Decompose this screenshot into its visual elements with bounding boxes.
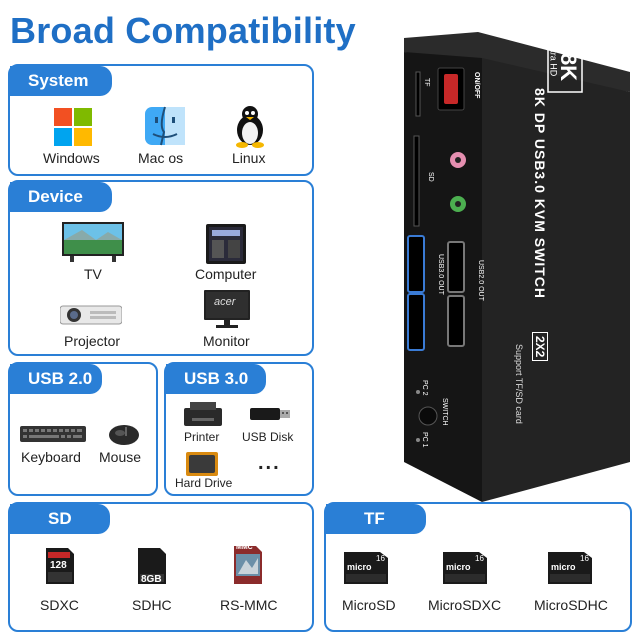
tv-icon [62, 222, 124, 262]
microsdhc-card-brand: micro [551, 562, 576, 572]
hard-drive-label: Hard Drive [175, 476, 233, 490]
kvm-switch-product: 8K Ultra HD 8K DP USB3.0 KVM SWITCH 2X2 … [398, 32, 630, 502]
kvm-tf-slot-label: TF [423, 78, 430, 87]
microsdxc-card-brand: micro [446, 562, 471, 572]
mouse-icon [108, 424, 140, 446]
kvm-usb3-port-label: USB3.0 OUT [437, 254, 444, 295]
printer-icon [184, 402, 222, 426]
kvm-usb2-port-label: USB2.0 OUT [477, 260, 484, 301]
usb3-tag: USB 3.0 [166, 364, 266, 394]
kvm-sd-slot-label: SD [427, 172, 434, 182]
microsdhc-label: MicroSDHC [534, 597, 608, 613]
sd-tag: SD [10, 504, 110, 534]
kvm-pc2-label: PC 2 [421, 380, 428, 396]
finder-logo-icon [144, 106, 186, 146]
kvm-model-box: 2X2 [532, 332, 548, 362]
kvm-switch-label: SWITCH [441, 398, 448, 426]
microsdxc-card-icon [443, 552, 487, 584]
windows-label: Windows [43, 150, 100, 166]
linux-label: Linux [232, 150, 266, 166]
system-tag: System [10, 66, 112, 96]
microsd-card-brand: micro [347, 562, 372, 572]
microsd-card-capacity: 16 [376, 554, 385, 563]
tf-tag: TF [326, 504, 426, 534]
monitor-brand-text: acer [214, 296, 236, 308]
microsd-label: MicroSD [342, 597, 396, 613]
microsd-card-icon [344, 552, 388, 584]
projector-icon [60, 302, 122, 326]
kvm-badge-8k: 8K [556, 52, 582, 82]
linux-tux-icon [233, 104, 267, 148]
kvm-support-text: Support TF/SD card [514, 344, 524, 424]
kvm-onoff-label: ON/OFF [473, 72, 480, 99]
usb-disk-label: USB Disk [242, 430, 294, 444]
microsdhc-card-capacity: 16 [580, 554, 589, 563]
rs-mmc-label: RS-MMC [220, 597, 278, 613]
keyboard-label: Keyboard [21, 449, 81, 465]
computer-icon [206, 224, 246, 264]
tv-label: TV [84, 266, 102, 282]
sdxc-card-text: 128 [50, 560, 67, 571]
hard-drive-icon [186, 452, 218, 476]
rs-mmc-card-text: MMC [236, 544, 253, 551]
rs-mmc-card-icon [234, 546, 262, 584]
mouse-label: Mouse [99, 449, 142, 465]
sdhc-card-icon [138, 548, 166, 584]
more-indicator: ... [258, 452, 281, 474]
sdxc-label: SDXC [40, 597, 79, 613]
computer-label: Computer [195, 266, 257, 282]
usb2-tag: USB 2.0 [10, 364, 102, 394]
device-tag: Device [10, 182, 112, 212]
windows-logo-icon [54, 108, 92, 146]
sdhc-card-text: 8GB [141, 574, 162, 585]
projector-label: Projector [64, 333, 121, 349]
macos-label: Mac os [138, 150, 184, 166]
device-panel [8, 180, 314, 356]
microsdxc-card-capacity: 16 [475, 554, 484, 563]
page-title: Broad Compatibility [10, 10, 356, 51]
printer-label: Printer [184, 430, 220, 444]
monitor-icon [204, 290, 250, 330]
kvm-model-text: 8K DP USB3.0 KVM SWITCH [532, 88, 548, 299]
usb-disk-icon [250, 408, 290, 420]
keyboard-icon [20, 426, 86, 442]
monitor-label: Monitor [203, 333, 250, 349]
sdxc-card-icon [46, 548, 74, 584]
kvm-badge-ultrahd: Ultra HD [548, 41, 559, 77]
kvm-pc1-label: PC 1 [421, 432, 428, 448]
microsdhc-card-icon [548, 552, 592, 584]
microsdxc-label: MicroSDXC [428, 597, 502, 613]
sdhc-label: SDHC [132, 597, 172, 613]
